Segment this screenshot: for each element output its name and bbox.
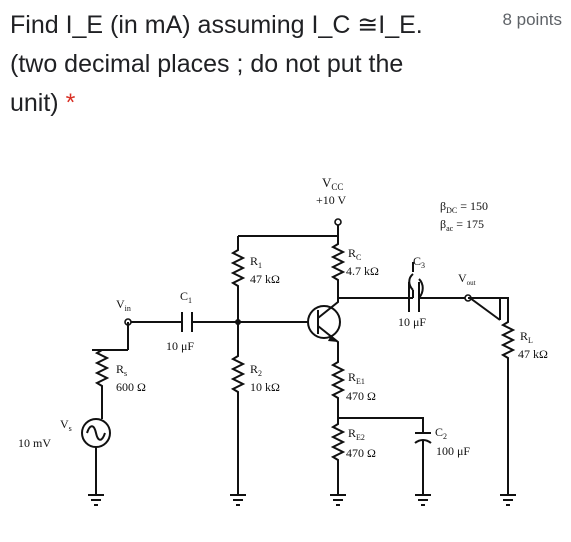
c2-value: 100 μF bbox=[436, 444, 470, 458]
rc-label: RC bbox=[348, 246, 361, 262]
rs-value: 600 Ω bbox=[116, 380, 146, 394]
vcc-value: +10 V bbox=[316, 193, 347, 207]
question-line-2: (two decimal places ; do not put the bbox=[10, 50, 404, 78]
question-line-3: unit) * bbox=[10, 84, 480, 123]
rl-label: RL bbox=[520, 329, 533, 345]
question-line-1: Find I_E (in mA) assuming I_C ≅I_E. bbox=[10, 11, 423, 39]
r2-label: R2 bbox=[250, 362, 262, 378]
question-line-3-text: unit) bbox=[10, 89, 59, 117]
transistor-symbol bbox=[307, 305, 341, 339]
rc-resistor bbox=[330, 236, 346, 298]
source-ground bbox=[88, 494, 104, 506]
vs-label: Vs bbox=[60, 417, 72, 433]
question-text: Find I_E (in mA) assuming I_C ≅I_E. (two… bbox=[10, 6, 480, 123]
r1-value: 47 kΩ bbox=[250, 272, 280, 286]
emitter-arrow bbox=[328, 335, 338, 342]
c3-value: 10 μF bbox=[398, 315, 426, 329]
c3-curved-plate bbox=[418, 278, 424, 299]
rs-label: Rs bbox=[116, 362, 127, 378]
beta-ac: βac = 175 bbox=[440, 217, 484, 233]
c1-value: 10 μF bbox=[166, 339, 194, 353]
rl-ground bbox=[500, 494, 516, 506]
top-rail-wire bbox=[238, 225, 339, 237]
required-asterisk: * bbox=[65, 89, 76, 117]
points-label: 8 points bbox=[502, 10, 562, 29]
beta-dc: βDC = 150 bbox=[440, 199, 488, 215]
re2-ground bbox=[330, 494, 346, 506]
c3-label: C3 bbox=[413, 254, 425, 270]
sine-symbol bbox=[86, 425, 106, 441]
r2-ground bbox=[230, 494, 246, 506]
r2-resistor bbox=[230, 322, 246, 495]
rc-value: 4.7 kΩ bbox=[346, 264, 379, 278]
vs-value: 10 mV bbox=[18, 436, 51, 450]
rs-resistor bbox=[92, 322, 129, 416]
r1-label: R1 bbox=[250, 254, 262, 270]
r2-value: 10 kΩ bbox=[250, 380, 280, 394]
output-wire bbox=[419, 297, 501, 321]
c3-top-lead bbox=[408, 262, 414, 298]
vout-label: Vout bbox=[458, 271, 476, 287]
rl-value: 47 kΩ bbox=[518, 347, 548, 361]
re1-value: 470 Ω bbox=[346, 389, 376, 403]
re2-resistor bbox=[330, 418, 346, 495]
c2-capacitor bbox=[338, 417, 432, 495]
re1-resistor bbox=[330, 356, 346, 418]
re1-label: RE1 bbox=[348, 370, 365, 386]
c1-label: C1 bbox=[180, 289, 192, 305]
c1-capacitor bbox=[181, 312, 193, 332]
vcc-terminal bbox=[334, 218, 342, 226]
c2-label: C2 bbox=[435, 425, 447, 441]
c2-ground bbox=[415, 494, 431, 506]
re2-label: RE2 bbox=[348, 426, 365, 442]
source-leads bbox=[95, 416, 103, 495]
vin-label: Vin bbox=[116, 297, 131, 313]
r1-resistor bbox=[230, 236, 246, 322]
re2-value: 470 Ω bbox=[346, 446, 376, 460]
rl-resistor bbox=[468, 297, 516, 495]
vcc-label: VCC bbox=[322, 175, 343, 192]
